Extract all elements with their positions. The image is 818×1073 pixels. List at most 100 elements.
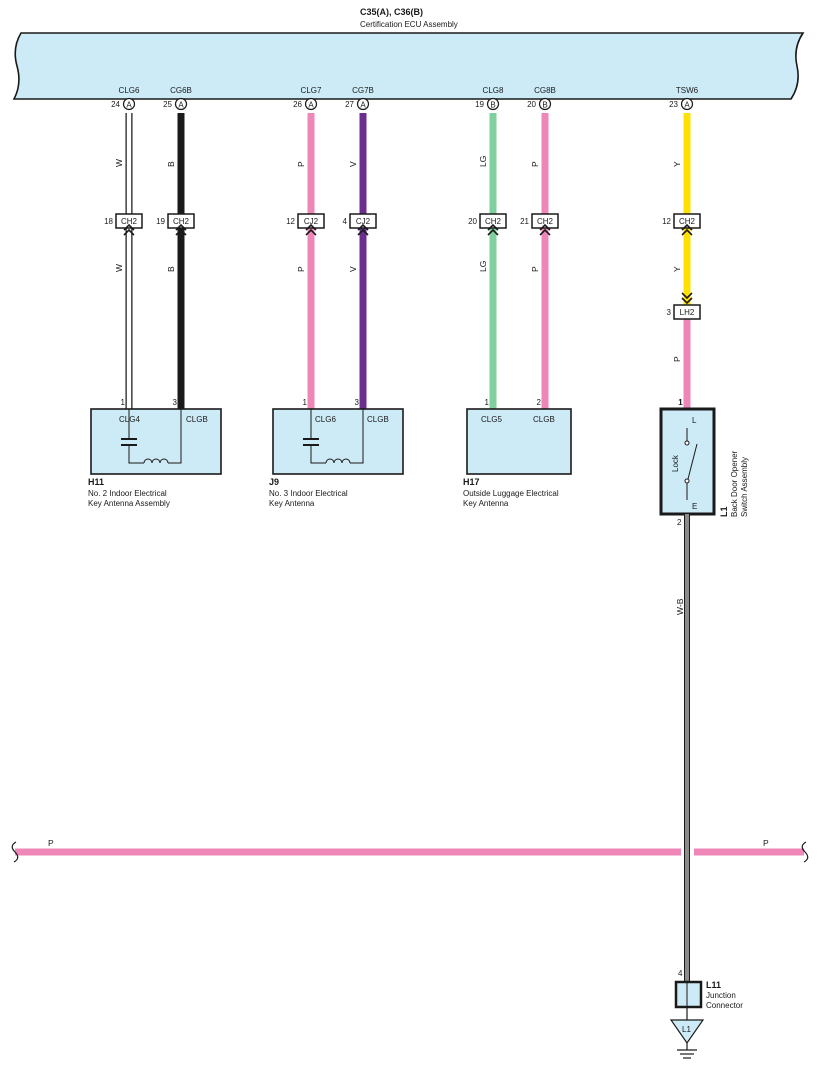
component-h17-box: [466, 408, 572, 475]
junction-box-cg8b: [531, 213, 559, 229]
wire-color-lower-cg8b: P: [530, 266, 540, 272]
ecu-terminal-tsw6: TSW6: [676, 86, 699, 95]
ecu-panel: C35(A), C36(B) Certification ECU Assembl…: [12, 7, 805, 100]
bus-break-right-icon: [801, 841, 809, 863]
ecu-pin-cg7b: [356, 97, 370, 111]
bus-label-left: P: [48, 838, 54, 848]
connector-chevron-icon: [681, 292, 693, 305]
wire-color-upper-cg6b: B: [166, 161, 176, 167]
component-j9-box: [272, 408, 404, 475]
component-h17-line1: Outside Luggage Electrical: [463, 489, 559, 498]
junction-box-clg6: [115, 213, 143, 229]
component-j9-code: J9: [269, 477, 279, 487]
ecu-pin-clg6: [122, 97, 136, 111]
component-j9: CLG6 CLGB J9 No. 3 Indoor Electrical Key…: [269, 408, 404, 508]
component-j9-terminal-2: CLGB: [367, 415, 389, 424]
junction-name-clg6: CH2: [121, 217, 138, 226]
ecu-terminal-cg8b: CG8B: [534, 86, 556, 95]
lh2-box: [673, 304, 701, 320]
component-pin-clg8: 1: [485, 398, 490, 407]
junction-pin: 4: [678, 969, 683, 978]
wire-w-b-color-label: W-B: [675, 598, 685, 615]
junction-pin-cg6b: 19: [156, 217, 165, 226]
wire-color-after-lh2: P: [672, 356, 682, 362]
component-h11-terminal-2: CLGB: [186, 415, 208, 424]
switch-line2: Switch Assembly: [740, 457, 749, 517]
junction-box-cg6b: [167, 213, 195, 229]
ecu-terminal-cg6b: CG6B: [170, 86, 192, 95]
component-pin-cg6b: 3: [173, 398, 178, 407]
connector-chevron-icon: [305, 223, 317, 236]
ecu-body: [12, 32, 805, 100]
ecu-terminal-clg8: CLG8: [483, 86, 504, 95]
junction-name-clg7: CJ2: [304, 217, 319, 226]
component-h11-line2: Key Antenna Assembly: [88, 499, 170, 508]
ecu-pin-number-cg6b: 25: [163, 100, 172, 109]
ecu-pin-number-clg8: 19: [475, 100, 484, 109]
switch-pin-bottom: 2: [677, 518, 682, 527]
wire-color-upper-cg8b: P: [530, 161, 540, 167]
wire-color-upper-clg8: LG: [478, 156, 488, 167]
connector-chevron-icon: [539, 223, 551, 236]
component-h11-terminal-1: CLG4: [119, 415, 140, 424]
ecu-connector-letter-cg7b: A: [360, 101, 366, 110]
component-h11-box: [90, 408, 222, 475]
component-pin-clg7: 1: [303, 398, 308, 407]
lh2-pin: 3: [667, 308, 672, 317]
wire-color-lower-cg6b: B: [166, 266, 176, 272]
junction-box-clg7: [297, 213, 325, 229]
switch-state-label: Lock: [671, 454, 680, 472]
wire-color-upper-clg7: P: [296, 161, 306, 167]
switch-contact-icon: [684, 428, 698, 500]
junction-pin-cg7b: 4: [343, 217, 348, 226]
lh2-name: LH2: [680, 308, 695, 317]
wire-w-b: W-B: [675, 514, 690, 982]
junction-box-clg8: [479, 213, 507, 229]
ecu-connector-letter-cg6b: A: [178, 101, 184, 110]
connector-chevron-icon: [123, 223, 135, 236]
junction-pin-tsw6: 12: [662, 217, 671, 226]
ecu-pin-cg8b: [538, 97, 552, 111]
component-h17-terminal-1: CLG5: [481, 415, 502, 424]
junction-pin-clg7: 12: [286, 217, 295, 226]
junction-pin-cg8b: 21: [520, 217, 529, 226]
junction-name-cg7b: CJ2: [356, 217, 371, 226]
ecu-pin-number-cg8b: 20: [527, 100, 536, 109]
ecu-pin-clg8: [486, 97, 500, 111]
bus-label-right: P: [763, 838, 769, 848]
ecu-terminal-cg7b: CG7B: [352, 86, 374, 95]
switch-line1: Back Door Opener: [730, 450, 739, 517]
junction-line1: Junction: [706, 991, 736, 1000]
switch-terminal-top: L: [692, 416, 697, 425]
component-l1-switch: L E Lock L1 Back Door Opener Switch Asse…: [659, 398, 749, 527]
component-h11: CLG4 CLGB H11 No. 2 Indoor Electrical Ke…: [88, 408, 222, 508]
junction-pin-clg8: 20: [468, 217, 477, 226]
ecu-terminal-clg6: CLG6: [119, 86, 140, 95]
wire-color-lower-clg8: LG: [478, 261, 488, 272]
antenna-coil-icon: [121, 409, 182, 464]
component-h11-code: H11: [88, 477, 104, 487]
junction-name-tsw6: CH2: [679, 217, 696, 226]
component-pin-tsw6: 1: [679, 398, 684, 407]
junction-box: [674, 980, 703, 1009]
junction-box-tsw6: [673, 213, 701, 229]
component-j9-line1: No. 3 Indoor Electrical: [269, 489, 348, 498]
connector-chevron-icon: [357, 223, 369, 236]
switch-terminal-bottom: E: [692, 502, 697, 511]
ecu-pin-cg6b: [174, 97, 188, 111]
ecu-pin-number-cg7b: 27: [345, 100, 354, 109]
junction-code: L11: [706, 980, 721, 990]
wire-color-upper-tsw6: Y: [672, 161, 682, 167]
connector-chevron-icon: [487, 223, 499, 236]
component-h17-code: H17: [463, 477, 480, 487]
junction-name-cg8b: CH2: [537, 217, 554, 226]
ecu-connector-letter-tsw6: A: [684, 101, 690, 110]
junction-pin-clg6: 18: [104, 217, 113, 226]
wire-color-lower-cg7b: V: [348, 266, 358, 272]
ecu-connector-letter-clg8: B: [490, 101, 495, 110]
